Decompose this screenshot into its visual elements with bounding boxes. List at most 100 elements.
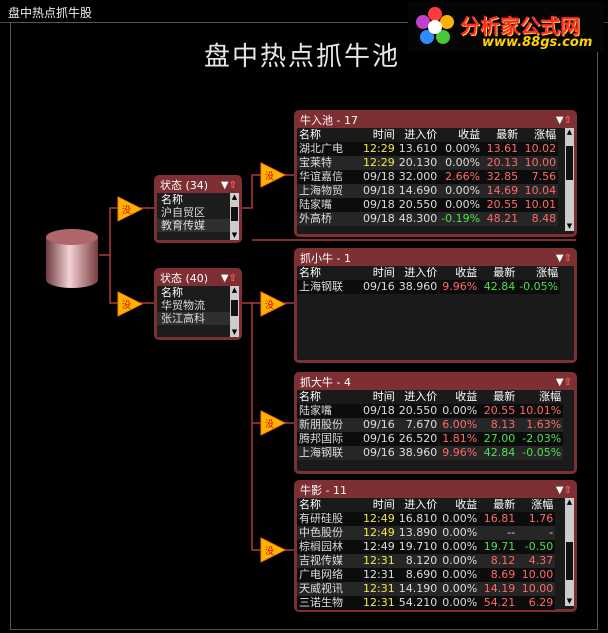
scrollbar-thumb[interactable] bbox=[231, 207, 238, 221]
scroll-up-icon[interactable]: ▲ bbox=[231, 193, 238, 201]
column-header[interactable]: 最新 bbox=[493, 266, 516, 279]
column-header[interactable]: 收益 bbox=[455, 266, 478, 279]
scrollbar-thumb[interactable] bbox=[566, 146, 573, 180]
scrollbar[interactable]: ▲ ▼ bbox=[230, 193, 239, 240]
scrollbar-thumb[interactable] bbox=[566, 542, 573, 580]
column-header[interactable]: 时间 bbox=[372, 266, 395, 279]
box-controls[interactable]: ▼⇧ bbox=[555, 377, 572, 388]
column-header[interactable]: 收益 bbox=[455, 498, 478, 511]
condition-triangle-icon[interactable]: 没 bbox=[117, 196, 143, 222]
cell-time: 09/16 bbox=[361, 418, 397, 432]
scroll-up-icon[interactable]: ▲ bbox=[566, 128, 573, 136]
column-header[interactable]: 收益 bbox=[455, 390, 478, 403]
scroll-down-icon[interactable]: ▼ bbox=[566, 222, 573, 230]
scroll-up-icon[interactable]: ▲ bbox=[566, 498, 573, 506]
column-header[interactable]: 涨幅 bbox=[534, 128, 557, 141]
column-header[interactable]: 进入价 bbox=[404, 128, 438, 141]
column-header[interactable]: 时间 bbox=[372, 498, 395, 511]
table-header-row: 名称 时间进入价 收益 最新 涨幅 bbox=[297, 266, 560, 280]
column-header[interactable]: 名称 bbox=[299, 266, 321, 279]
condition-triangle-icon[interactable]: 没 bbox=[117, 291, 143, 317]
state-box-1[interactable]: 状态 (34) ▼⇧ 名称 沪自贸区 教育传媒 ▲ ▼ bbox=[154, 175, 242, 243]
column-header[interactable]: 时间 bbox=[372, 128, 395, 141]
scroll-up-icon[interactable]: ▲ bbox=[231, 286, 238, 294]
cell-price: 20.550 bbox=[396, 198, 440, 212]
list-item[interactable]: 华贸物流 bbox=[161, 299, 205, 312]
column-header[interactable]: 涨幅 bbox=[531, 498, 554, 511]
state-box-2[interactable]: 状态 (40) ▼⇧ 名称 华贸物流 张江高科 ▲ ▼ bbox=[154, 268, 242, 340]
column-header[interactable]: 最新 bbox=[493, 390, 516, 403]
condition-triangle-icon[interactable]: 没 bbox=[260, 537, 286, 563]
cell-latest: 42.84 bbox=[479, 446, 518, 460]
box-controls[interactable]: ▼⇧ bbox=[555, 485, 572, 496]
box-controls[interactable]: ▼⇧ bbox=[555, 253, 572, 264]
column-header[interactable]: 收益 bbox=[458, 128, 481, 141]
scroll-down-icon[interactable]: ▼ bbox=[231, 231, 238, 239]
scrollbar-thumb[interactable] bbox=[231, 300, 238, 316]
box-controls[interactable]: ▼⇧ bbox=[220, 180, 237, 191]
box-controls[interactable]: ▼⇧ bbox=[555, 115, 572, 126]
column-header[interactable]: 进入价 bbox=[404, 498, 438, 511]
column-header[interactable]: 名称 bbox=[299, 128, 321, 141]
cell-price: 20.550 bbox=[396, 404, 440, 418]
list-item[interactable]: 张江高科 bbox=[157, 312, 239, 325]
box-controls[interactable]: ▼⇧ bbox=[220, 273, 237, 284]
column-header[interactable]: 进入价 bbox=[404, 266, 438, 279]
scroll-down-icon[interactable]: ▼ bbox=[566, 597, 573, 605]
list-item[interactable]: 沪自贸区 bbox=[161, 206, 205, 219]
column-header[interactable]: 时间 bbox=[372, 390, 395, 403]
column-header[interactable]: 涨幅 bbox=[536, 266, 559, 279]
cell-time: 12:31 bbox=[361, 554, 397, 568]
column-header[interactable]: 进入价 bbox=[404, 390, 438, 403]
list-item[interactable]: 教育传媒 bbox=[157, 219, 239, 232]
cell-latest: -- bbox=[479, 526, 518, 540]
column-header[interactable]: 最新 bbox=[496, 128, 519, 141]
column-header[interactable]: 涨幅 bbox=[539, 390, 562, 403]
scroll-down-icon[interactable]: ▼ bbox=[231, 328, 238, 336]
scrollbar[interactable]: ▲▼ bbox=[565, 128, 574, 231]
scrollbar[interactable]: ▲ ▼ bbox=[230, 286, 239, 337]
state-list[interactable]: 名称 华贸物流 张江高科 ▲ ▼ bbox=[157, 286, 239, 337]
cell-time: 12:49 bbox=[361, 540, 397, 554]
cell-name: 中色股份 bbox=[297, 526, 361, 540]
scrollbar[interactable]: ▲▼ bbox=[565, 498, 574, 606]
state-list[interactable]: 名称 沪自贸区 教育传媒 ▲ ▼ bbox=[157, 193, 239, 240]
column-header[interactable]: 名称 bbox=[299, 498, 321, 511]
column-header[interactable]: 最新 bbox=[493, 498, 516, 511]
condition-triangle-icon[interactable]: 没 bbox=[260, 291, 286, 317]
cell-price: 13.610 bbox=[396, 142, 440, 156]
condition-triangle-icon[interactable]: 没 bbox=[260, 410, 286, 436]
logo-text: 分析家公式网 bbox=[460, 14, 580, 38]
column-header[interactable]: 名称 bbox=[299, 390, 321, 403]
state-box-header: 状态 (34) ▼⇧ bbox=[157, 178, 239, 193]
cell-time: 09/16 bbox=[361, 432, 397, 446]
condition-triangle-icon[interactable]: 没 bbox=[260, 162, 286, 188]
